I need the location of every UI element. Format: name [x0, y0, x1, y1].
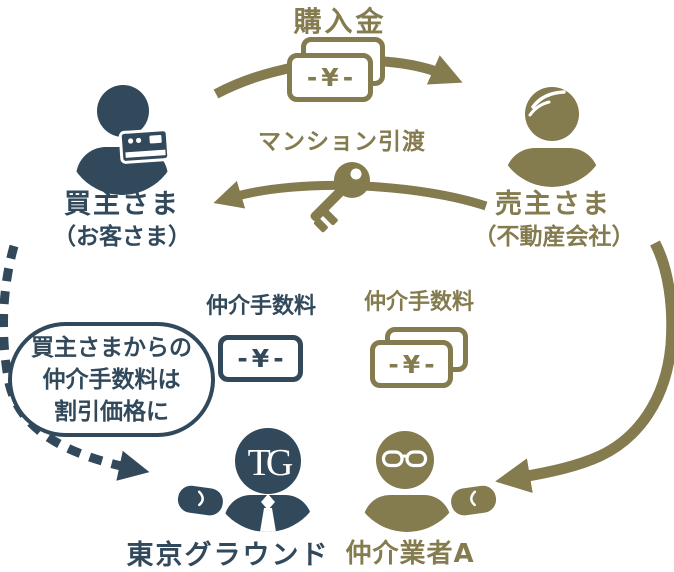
fee-label-broker: 仲介手数料: [363, 290, 475, 315]
broker-avatar-icon: [351, 420, 497, 532]
bubble-line: 仲介手数料は: [42, 366, 181, 393]
discount-speech-bubble: 買主さまからの 仲介手数料は 割引価格に: [8, 322, 215, 437]
buyer-subtitle: （お客さま）: [53, 224, 191, 250]
fee-to-broker-arrow: [495, 240, 674, 494]
purchase-money-label: 購入金: [293, 5, 387, 38]
credit-card-icon: [118, 128, 171, 164]
tg-agent-avatar-icon: TG: [177, 420, 323, 532]
tg-monogram: TG: [248, 442, 293, 484]
hair-swoosh-icon: [531, 90, 566, 109]
fee-label-tokyo-ground: 仲介手数料: [205, 294, 317, 319]
buyer-avatar-icon: [66, 83, 178, 195]
key-icon: [310, 162, 370, 233]
bubble-line: 買主さまからの: [31, 334, 192, 361]
tokyo-ground-name: 東京グラウンド: [126, 540, 330, 571]
money-bill-icon: -¥-: [218, 335, 303, 382]
tie-icon: [260, 508, 276, 532]
handover-label: マンション引渡: [258, 129, 426, 155]
yen-glyph: -¥-: [388, 349, 439, 379]
fee-to-tokyo-ground-dashed-arrow: [0, 244, 150, 481]
yen-glyph: -¥-: [306, 63, 358, 92]
bubble-line: 割引価格に: [54, 398, 169, 425]
seller-avatar-icon: [496, 75, 608, 187]
glasses-icon: [381, 450, 428, 468]
hair-swoosh-icon: [528, 100, 551, 117]
money-bill-icon: -¥-: [287, 53, 373, 102]
open-hand-icon: [177, 485, 223, 516]
buyer-name: 買主さま: [64, 189, 180, 220]
seller-subtitle: （不動産会社）: [473, 224, 635, 250]
open-hand-icon: [451, 485, 497, 516]
money-bill-icon: -¥-: [370, 340, 453, 388]
seller-name: 売主さま: [495, 189, 611, 220]
broker-a-name: 仲介業者A: [345, 539, 475, 569]
yen-glyph: -¥-: [237, 344, 288, 373]
tie-icon: [261, 494, 275, 510]
